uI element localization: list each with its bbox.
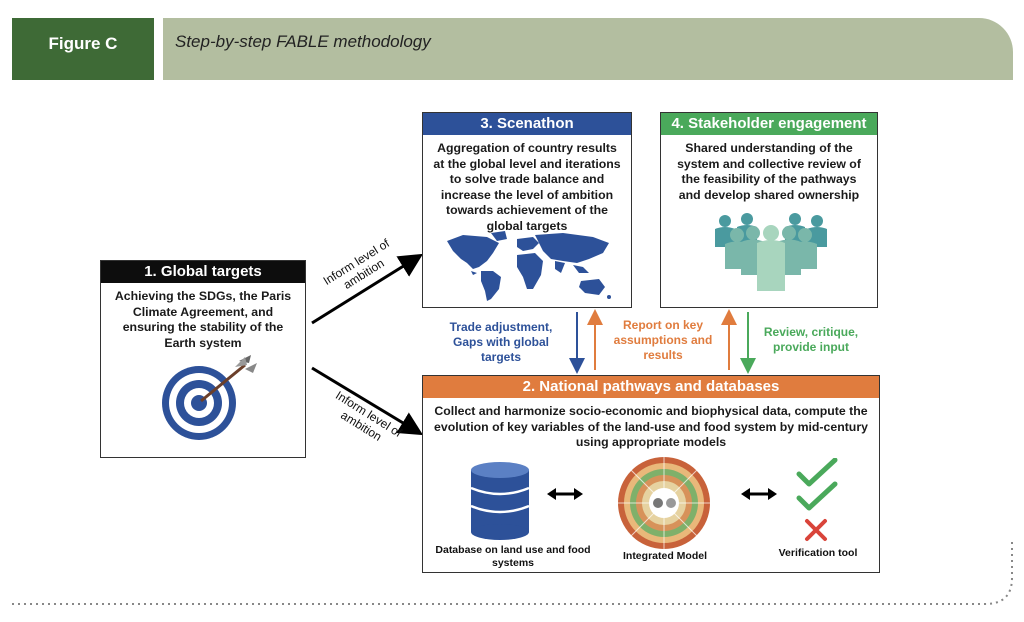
double-arrow-icon: [741, 488, 777, 500]
stakeholder-box: 4. Stakeholder engagement Shared underst…: [660, 112, 878, 308]
cross-icon: [805, 519, 827, 541]
stakeholder-title: 4. Stakeholder engagement: [661, 113, 877, 135]
arrow-inform-top: [311, 253, 424, 325]
figure-label-tab: Figure C: [12, 18, 154, 80]
global-targets-box: 1. Global targets Achieving the SDGs, th…: [100, 260, 306, 458]
scenathon-text: Aggregation of country results at the gl…: [433, 141, 621, 233]
scenathon-box: 3. Scenathon Aggregation of country resu…: [422, 112, 632, 308]
double-arrow-icon: [547, 488, 583, 500]
figure-title-bar: Step-by-step FABLE methodology: [163, 18, 1013, 80]
global-targets-title: 1. Global targets: [101, 261, 305, 283]
target-icon: [162, 355, 257, 440]
figure-label: Figure C: [48, 34, 118, 53]
checkmark-icon: [796, 458, 838, 511]
verification-label: Verification tool: [778, 547, 858, 559]
world-map-icon: [447, 231, 611, 301]
dotted-border: [12, 540, 1013, 605]
global-targets-text: Achieving the SDGs, the Paris Climate Ag…: [114, 289, 292, 350]
label-report: Report on key assumptions and results: [613, 318, 713, 362]
database-label: Database on land use and food systems: [435, 544, 591, 569]
national-pathways-box: 2. National pathways and databases Colle…: [422, 375, 880, 573]
model-label: Integrated Model: [622, 550, 707, 562]
national-pathways-text: Collect and harmonize socio-economic and…: [434, 404, 868, 449]
scenathon-title: 3. Scenathon: [423, 113, 631, 135]
stakeholder-text: Shared understanding of the system and c…: [677, 141, 861, 202]
label-review: Review, critique, provide input: [763, 325, 859, 354]
integrated-model-icon: [618, 457, 710, 549]
figure-title: Step-by-step FABLE methodology: [175, 32, 431, 51]
database-icon: [470, 462, 530, 540]
people-group-icon: [715, 213, 827, 291]
national-pathways-title: 2. National pathways and databases: [423, 376, 879, 398]
label-trade: Trade adjustment, Gaps with global targe…: [449, 320, 553, 364]
arrow-inform-bottom: [311, 366, 424, 436]
